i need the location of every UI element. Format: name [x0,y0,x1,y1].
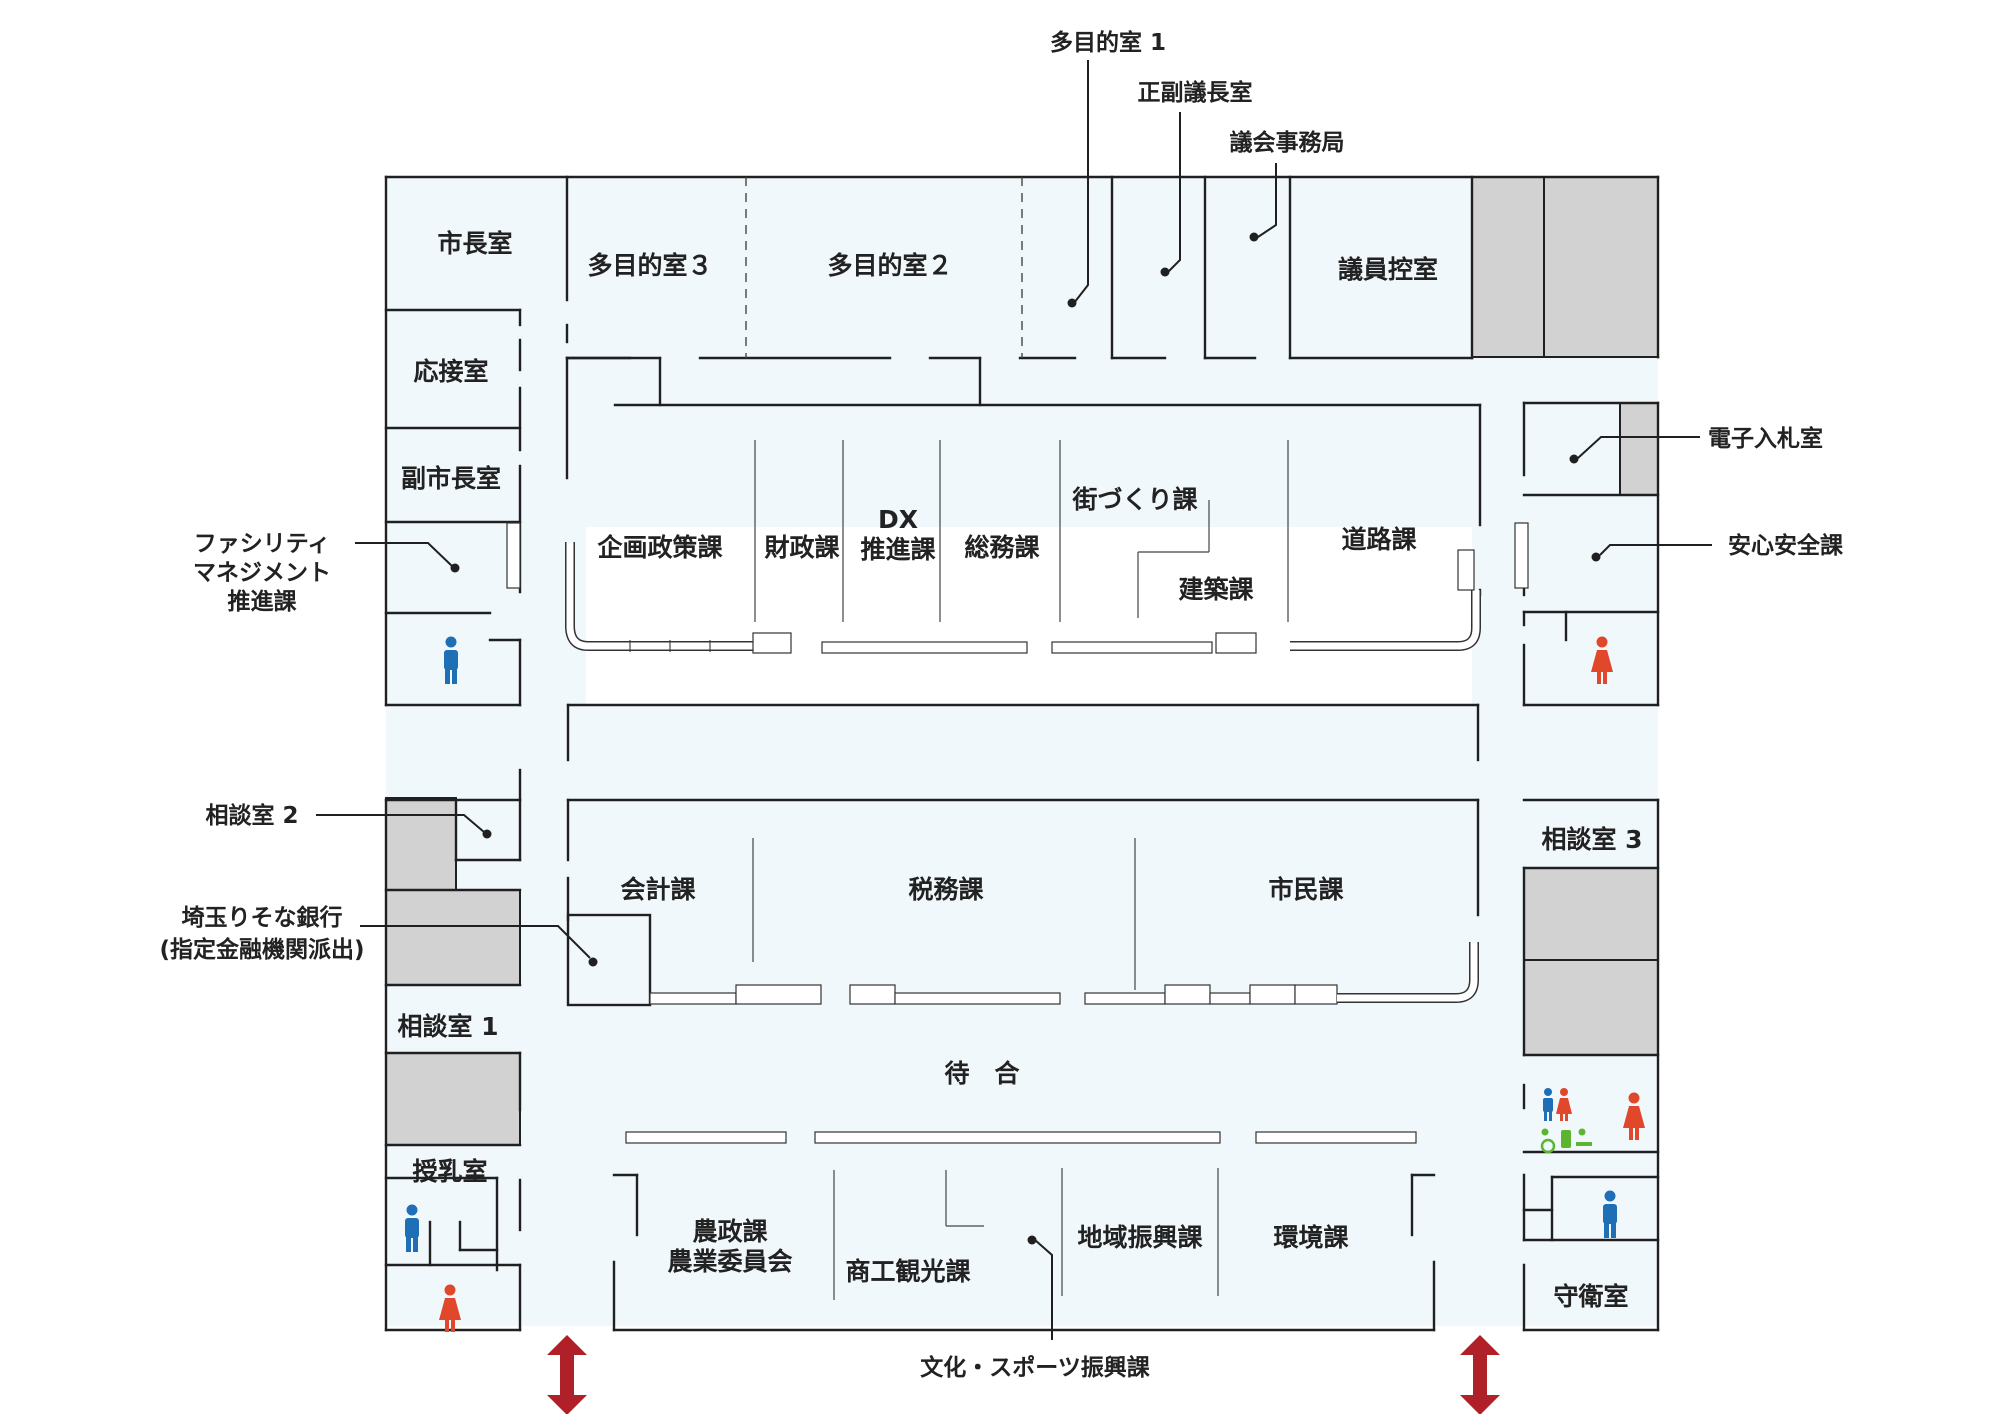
bank-callout-line2: (指定金融機関派出) [159,936,364,963]
consultation-room-3-label: 相談室 3 [1541,825,1642,854]
male-figure-icon [1603,1190,1617,1238]
commerce-tourism-label: 商工観光課 [845,1257,971,1286]
double-arrow-icon [547,1335,587,1414]
counters [506,522,1529,1144]
roads-label: 道路課 [1341,525,1417,554]
male-figure-icon [444,636,458,684]
facility-management-callout-line3: 推進課 [228,588,298,615]
multipurpose-room-2-label: 多目的室２ [827,251,952,280]
environment-label: 環境課 [1273,1223,1349,1252]
facility-management-callout-line2: マネジメント [193,560,331,586]
planning-policy-label: 企画政策課 [597,533,723,562]
female-figure-icon [1623,1092,1645,1140]
citizens-label: 市民課 [1268,875,1344,904]
agri-policy-label-line2: 農業委員会 [667,1247,792,1276]
waiting-area-label: 待 合 [944,1059,1020,1088]
nursing-room-label: 授乳室 [412,1157,487,1186]
agri-policy-label-line1: 農政課 [692,1217,768,1246]
dx-label-line2: 推進課 [860,535,936,564]
regional-promotion-label: 地域振興課 [1077,1223,1203,1252]
town-planning-label: 街づくり課 [1071,485,1198,514]
consultation-room-2-callout: 相談室 2 [205,802,298,829]
dx-label-line1: DX [878,505,918,534]
taxation-label: 税務課 [908,875,984,904]
mayor-office-label: 市長室 [437,229,512,258]
double-arrow-icon [1460,1335,1500,1414]
female-figure-icon [439,1284,461,1332]
female-figure-icon [1591,636,1613,684]
electronic-bidding-room-callout: 電子入札室 [1708,425,1823,452]
chair-vice-chair-room-callout: 正副議長室 [1138,79,1253,106]
reception-room-label: 応接室 [413,357,488,386]
consultation-room-1-label: 相談室 1 [397,1012,498,1041]
walls [384,175,1660,1332]
floor-area [386,177,1658,1326]
male-figure-icon [405,1204,419,1252]
accessible-toilet-icon [1540,1088,1592,1154]
culture-sports-callout: 文化・スポーツ振興課 [920,1354,1151,1381]
partitions [745,177,1289,1300]
room-labels: 市長室 応接室 副市長室 多目的室３ 多目的室２ 議員控室 企画政策課 財政課 … [397,229,1642,1311]
safety-security-callout: 安心安全課 [1728,532,1844,559]
general-affairs-label: 総務課 [964,533,1040,562]
multipurpose-room-3-label: 多目的室３ [587,251,712,280]
unused-areas [385,176,1659,1146]
accounting-label: 会計課 [620,875,696,904]
facility-management-callout-line1: ファシリティ [194,531,331,557]
guard-room-label: 守衛室 [1553,1282,1628,1311]
leader-lines [316,60,1712,1340]
finance-label: 財政課 [764,533,840,562]
deputy-mayor-office-label: 副市長室 [401,464,501,493]
multipurpose-room-1-callout: 多目的室 1 [1050,29,1166,56]
bank-callout-line1: 埼玉りそな銀行 [182,904,343,931]
callout-labels: 多目的室 1 正副議長室 議会事務局 電子入札室 安心安全課 ファシリティ マネ… [159,29,1844,1381]
building-label: 建築課 [1178,575,1254,604]
assembly-secretariat-callout: 議会事務局 [1230,129,1345,156]
assembly-members-room-label: 議員控室 [1338,255,1438,284]
